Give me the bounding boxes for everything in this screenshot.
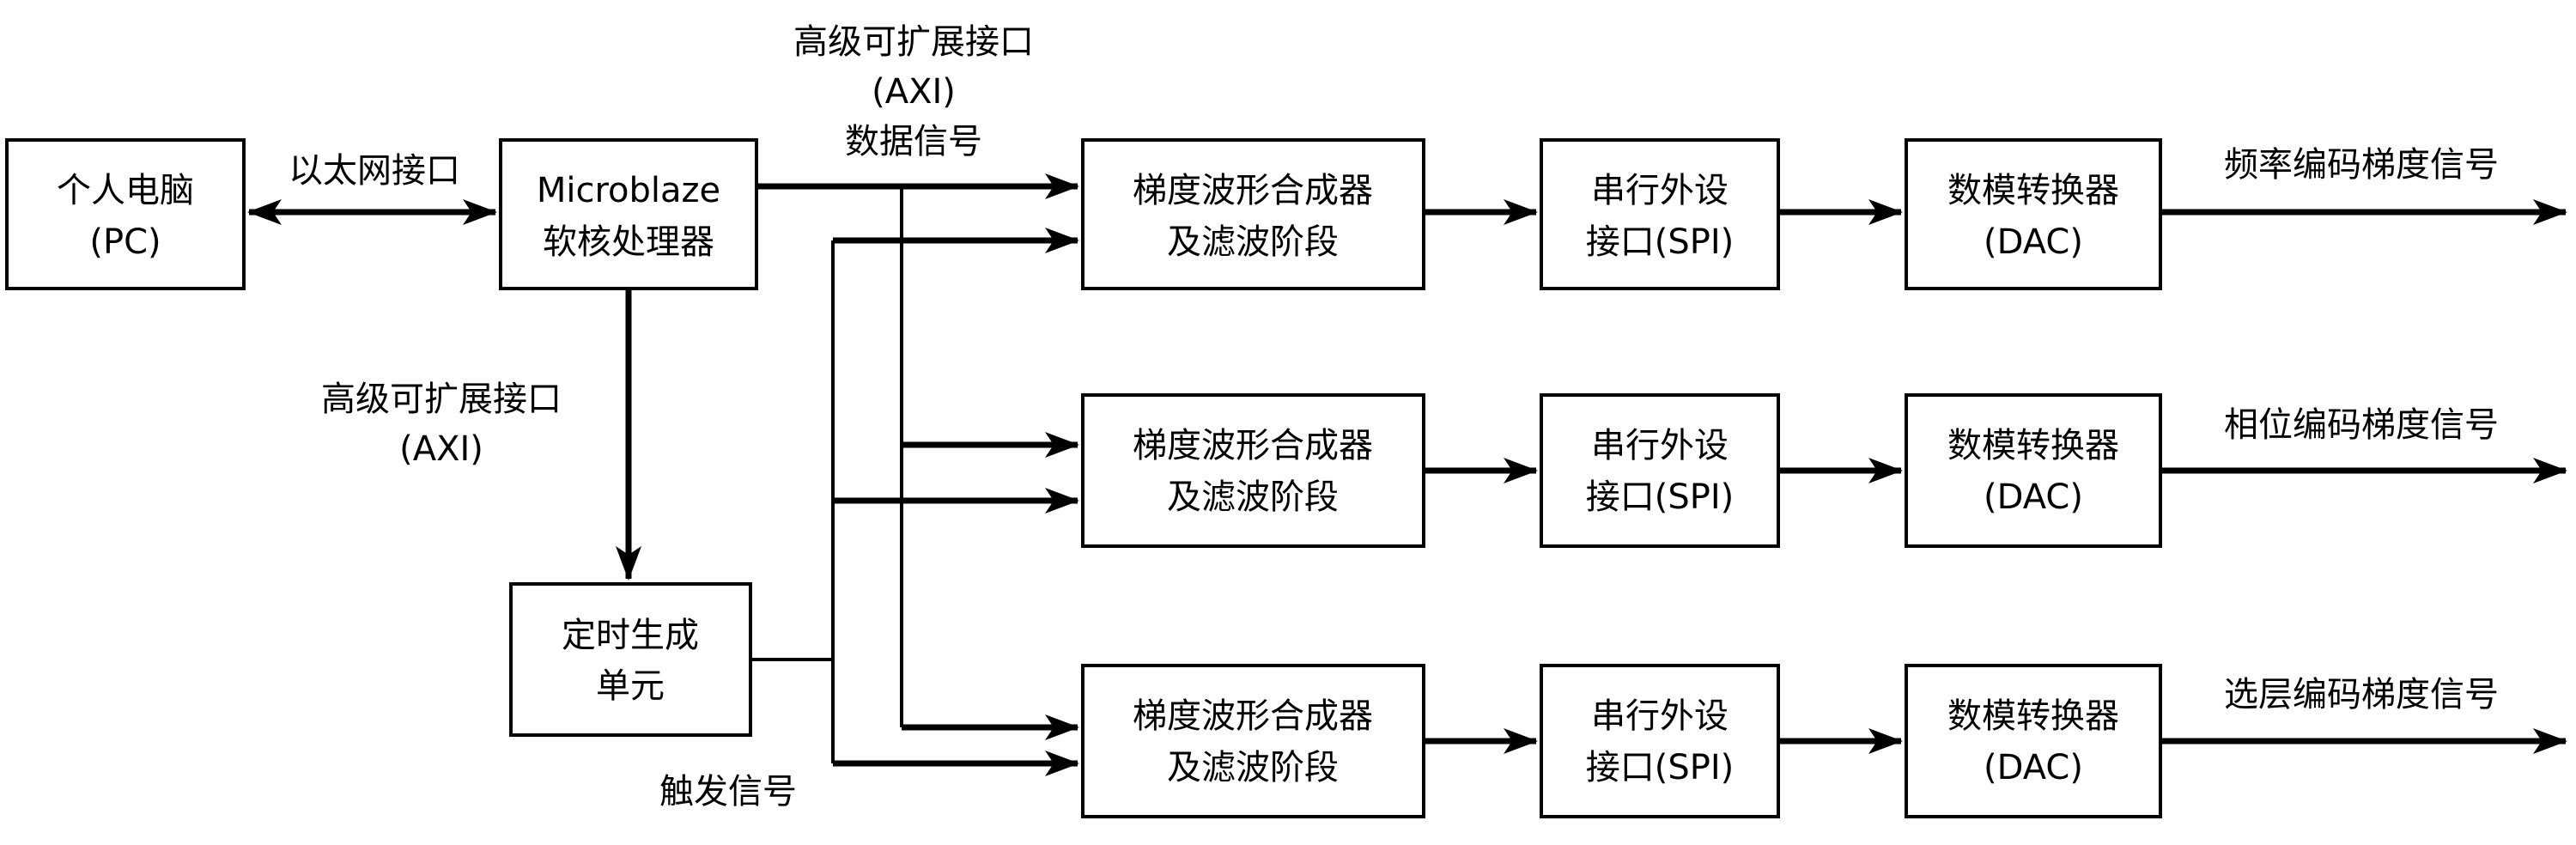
synth-label-line1: 梯度波形合成器 xyxy=(1133,171,1373,210)
spi-box-3: 串行外设 接口(SPI) xyxy=(1540,664,1780,818)
spi-label-line2: 接口(SPI) xyxy=(1586,477,1735,517)
timing-unit-box: 定时生成 单元 xyxy=(509,582,752,737)
pc-box: 个人电脑 (PC) xyxy=(5,138,246,290)
pc-label-line2: (PC) xyxy=(89,222,161,262)
microblaze-label-line2: 软核处理器 xyxy=(543,222,714,262)
output-label-3: 选层编码梯度信号 xyxy=(2224,675,2499,714)
output-label-2: 相位编码梯度信号 xyxy=(2224,405,2499,445)
synth-box-1: 梯度波形合成器 及滤波阶段 xyxy=(1081,138,1425,290)
spi-label-line1: 串行外设 xyxy=(1591,426,1728,465)
synth-label-line1: 梯度波形合成器 xyxy=(1133,696,1373,736)
microblaze-label-line1: Microblaze xyxy=(537,171,720,210)
synth-label-line2: 及滤波阶段 xyxy=(1167,477,1339,517)
spi-box-2: 串行外设 接口(SPI) xyxy=(1540,393,1780,548)
trigger-label: 触发信号 xyxy=(659,772,797,812)
axi-left-label-line1: 高级可扩展接口 xyxy=(321,380,562,419)
output-label-1: 频率编码梯度信号 xyxy=(2224,145,2499,185)
spi-label-line1: 串行外设 xyxy=(1591,171,1728,210)
synth-label-line1: 梯度波形合成器 xyxy=(1133,426,1373,465)
pc-label-line1: 个人电脑 xyxy=(57,171,194,210)
timing-label-line1: 定时生成 xyxy=(562,616,699,655)
synth-box-2: 梯度波形合成器 及滤波阶段 xyxy=(1081,393,1425,548)
dac-label-line2: (DAC) xyxy=(1984,477,2083,517)
spi-label-line2: 接口(SPI) xyxy=(1586,748,1735,787)
dac-label-line1: 数模转换器 xyxy=(1947,171,2119,210)
synth-label-line2: 及滤波阶段 xyxy=(1167,222,1339,262)
spi-label-line2: 接口(SPI) xyxy=(1586,222,1735,262)
spi-label-line1: 串行外设 xyxy=(1591,696,1728,736)
axi-top-label-line2: (AXI) xyxy=(872,72,956,112)
dac-label-line2: (DAC) xyxy=(1984,748,2083,787)
spi-box-1: 串行外设 接口(SPI) xyxy=(1540,138,1780,290)
axi-top-label-line1: 高级可扩展接口 xyxy=(793,22,1034,62)
dac-label-line2: (DAC) xyxy=(1984,222,2083,262)
microblaze-box: Microblaze 软核处理器 xyxy=(499,138,758,290)
dac-label-line1: 数模转换器 xyxy=(1947,426,2119,465)
synth-label-line2: 及滤波阶段 xyxy=(1167,748,1339,787)
axi-left-label-line2: (AXI) xyxy=(399,429,483,469)
data-signal-label: 数据信号 xyxy=(845,122,982,161)
dac-box-2: 数模转换器 (DAC) xyxy=(1905,393,2162,548)
dac-box-1: 数模转换器 (DAC) xyxy=(1905,138,2162,290)
dac-box-3: 数模转换器 (DAC) xyxy=(1905,664,2162,818)
ethernet-label: 以太网接口 xyxy=(289,151,460,191)
timing-label-line2: 单元 xyxy=(596,666,665,706)
synth-box-3: 梯度波形合成器 及滤波阶段 xyxy=(1081,664,1425,818)
dac-label-line1: 数模转换器 xyxy=(1947,696,2119,736)
